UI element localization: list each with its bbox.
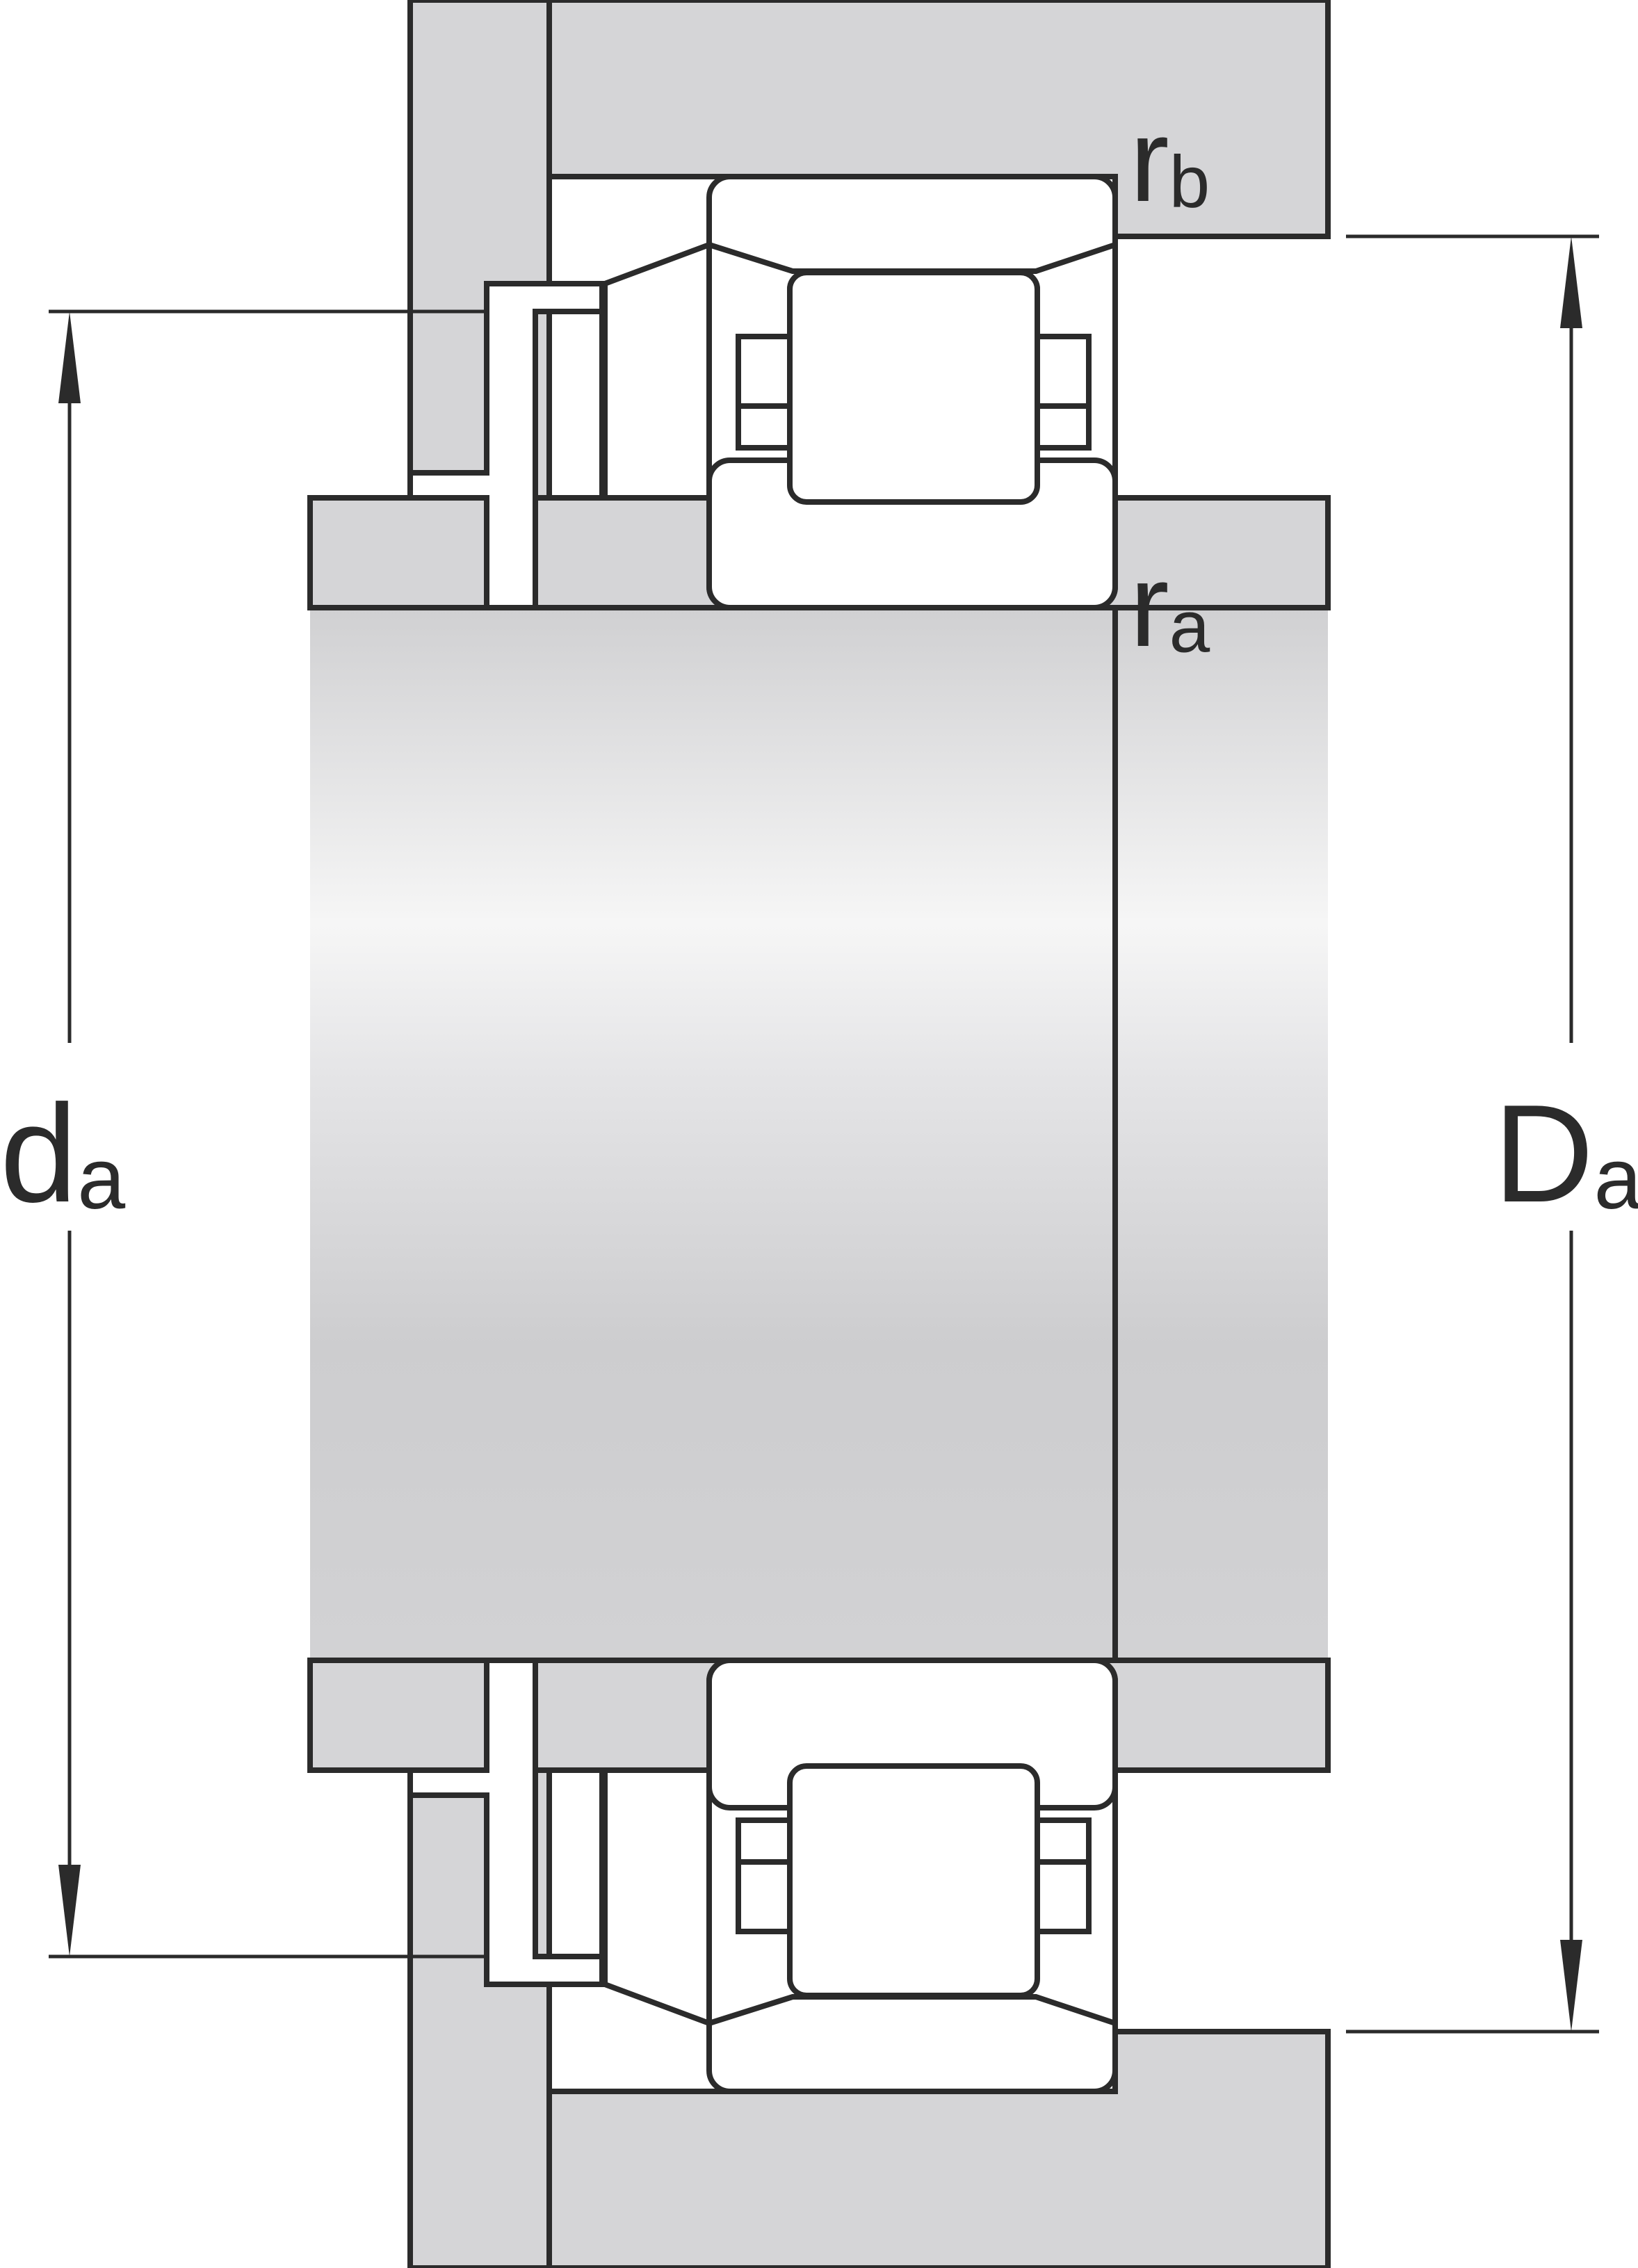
label-r-b: rb (1130, 95, 1210, 227)
label-d-a: da (0, 1076, 126, 1231)
bearing-top-cage-left (736, 334, 793, 451)
bearing-bottom-flange (602, 1767, 712, 2027)
dimension-D-a (1346, 234, 1599, 2034)
dimension-d-a (49, 309, 487, 1959)
spacer-ring-bottom (407, 1658, 608, 1987)
bearing-top-flange (602, 241, 712, 501)
spacer-ring-top (407, 281, 608, 610)
bearing-top-cage-right (1035, 334, 1092, 451)
bearing-bottom-roller (787, 1763, 1040, 1998)
label-r-a: ra (1130, 540, 1210, 672)
shaft (310, 608, 1328, 1660)
bearing-bottom-cage-left (736, 1817, 793, 1934)
label-D-a: Da (1493, 1076, 1638, 1231)
bearing-bottom-cage-right (1035, 1817, 1092, 1934)
